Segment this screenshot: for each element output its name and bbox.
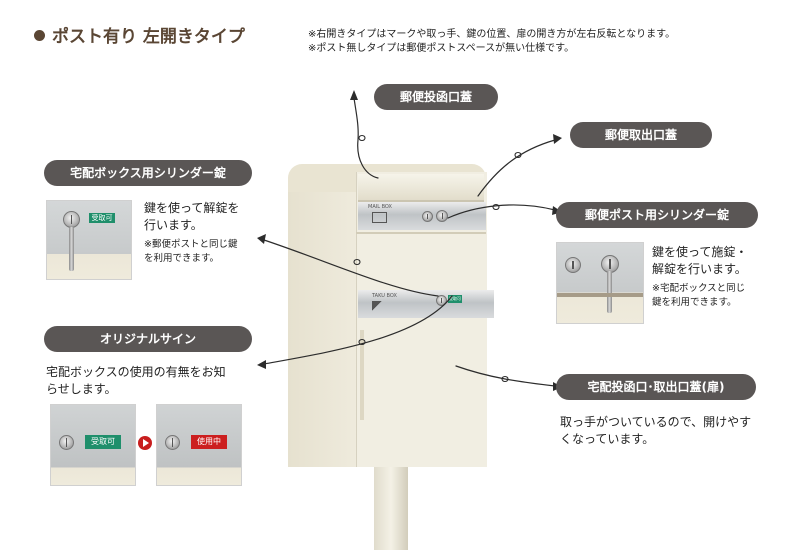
door-handle xyxy=(360,330,364,420)
loop-delivery-door-icon xyxy=(501,375,509,383)
photo-mail-lock-icon xyxy=(565,257,581,273)
sign-available-lock-icon xyxy=(59,435,74,450)
key-icon xyxy=(607,271,612,313)
arrowhead-mail-takeout-lid-icon xyxy=(553,134,562,144)
desc-delivery-cylinder: 鍵を使って解錠を 行います。 xyxy=(144,201,240,232)
photo-delivery-cylinder: 受取可 xyxy=(46,200,132,280)
sign-available-tag: 受取可 xyxy=(85,435,121,449)
photo-delivery-tag: 受取可 xyxy=(89,213,115,223)
loop-delivery-cylinder-icon xyxy=(353,258,361,266)
arrow-mailbox-cylinder xyxy=(447,204,556,219)
note-no-post: ※ポスト無しタイプは郵便ポストスペースが無い仕様です。 xyxy=(308,43,575,54)
label-mailbox-cylinder: 郵便ポスト用シリンダー錠 xyxy=(556,202,758,228)
arrow-delivery-cylinder xyxy=(263,239,439,297)
arrow-delivery-door xyxy=(455,365,556,387)
photo-edge-strip xyxy=(557,293,643,297)
loop-mail-slot-lid-icon xyxy=(358,134,366,142)
label-delivery-cylinder: 宅配ボックス用シリンダー錠 xyxy=(44,160,252,186)
bullet-dot-icon xyxy=(34,30,45,41)
arrowhead-delivery-cylinder-icon xyxy=(257,234,266,244)
desc-mailbox-cylinder: 鍵を使って施錠・ 解錠を行います。 xyxy=(652,245,748,276)
desc-delivery-door: 取っ手がついているので、開けやす くなっています。 xyxy=(560,415,752,446)
label-delivery-door: 宅配投函口･取出口蓋(扉) xyxy=(556,374,756,400)
mail-slot-lid xyxy=(358,174,484,202)
note-delivery-cylinder: ※郵便ポストと同じ鍵 を利用できます。 xyxy=(144,239,238,264)
delivery-plate: TAKU BOX 受取可 xyxy=(358,290,494,318)
box-side-panel xyxy=(288,182,358,467)
photo-mailbox-cylinder xyxy=(556,242,644,324)
desc-original-sign: 宅配ボックスの使用の有無をお知 らせします。 xyxy=(46,365,226,396)
loop-mailbox-cylinder-icon xyxy=(492,203,500,211)
note-right-open: ※右開きタイプはマークや取っ手、鍵の位置、扉の開き方が左右反転となります。 xyxy=(308,29,676,40)
mail-lock-icon xyxy=(436,210,448,222)
photo-delivery-lock-icon xyxy=(63,211,80,228)
page-title: ポスト有り 左開きタイプ xyxy=(34,22,245,47)
mail-cylinder-lock-icon xyxy=(422,211,433,222)
delivery-plate-mark-icon xyxy=(372,301,384,311)
sign-in-use-lock-icon xyxy=(165,435,180,450)
pole xyxy=(374,460,408,550)
mail-plate-text: MAIL BOX xyxy=(368,204,392,210)
loop-mail-takeout-lid-icon xyxy=(514,151,522,159)
delivery-plate-text: TAKU BOX xyxy=(372,293,397,299)
label-mail-takeout-lid: 郵便取出口蓋 xyxy=(570,122,712,148)
label-mail-slot-lid: 郵便投函口蓋 xyxy=(374,84,498,110)
sign-in-use-tag: 使用中 xyxy=(191,435,227,449)
transition-arrow-triangle-icon xyxy=(143,439,149,447)
header-notes: ※右開きタイプはマークや取っ手、鍵の位置、扉の開き方が左右反転となります。 ※ポ… xyxy=(308,28,675,56)
envelope-icon xyxy=(372,212,387,223)
arrowhead-mail-slot-lid-icon xyxy=(350,90,358,100)
delivery-cylinder-lock-icon xyxy=(436,295,447,306)
delivery-tag: 受取可 xyxy=(448,295,462,303)
mail-plate: MAIL BOX xyxy=(358,202,486,230)
door-divider xyxy=(356,232,486,234)
arrow-mail-slot-lid xyxy=(353,97,379,179)
photo-sign-available: 受取可 xyxy=(50,404,136,486)
arrowhead-original-sign-icon xyxy=(257,360,266,369)
photo-delivery-key-icon xyxy=(69,227,74,271)
note-mailbox-cylinder: ※宅配ボックスと同じ 鍵を利用できます。 xyxy=(652,283,746,308)
photo-sign-in-use: 使用中 xyxy=(156,404,242,486)
arrow-original-sign xyxy=(263,295,453,365)
product-illustration: MAIL BOX TAKU BOX 受取可 xyxy=(288,160,498,550)
label-original-sign: オリジナルサイン xyxy=(44,326,252,352)
transition-arrow-icon xyxy=(138,436,152,450)
arrow-mail-takeout-lid xyxy=(477,139,556,197)
loop-original-sign-icon xyxy=(358,338,366,346)
